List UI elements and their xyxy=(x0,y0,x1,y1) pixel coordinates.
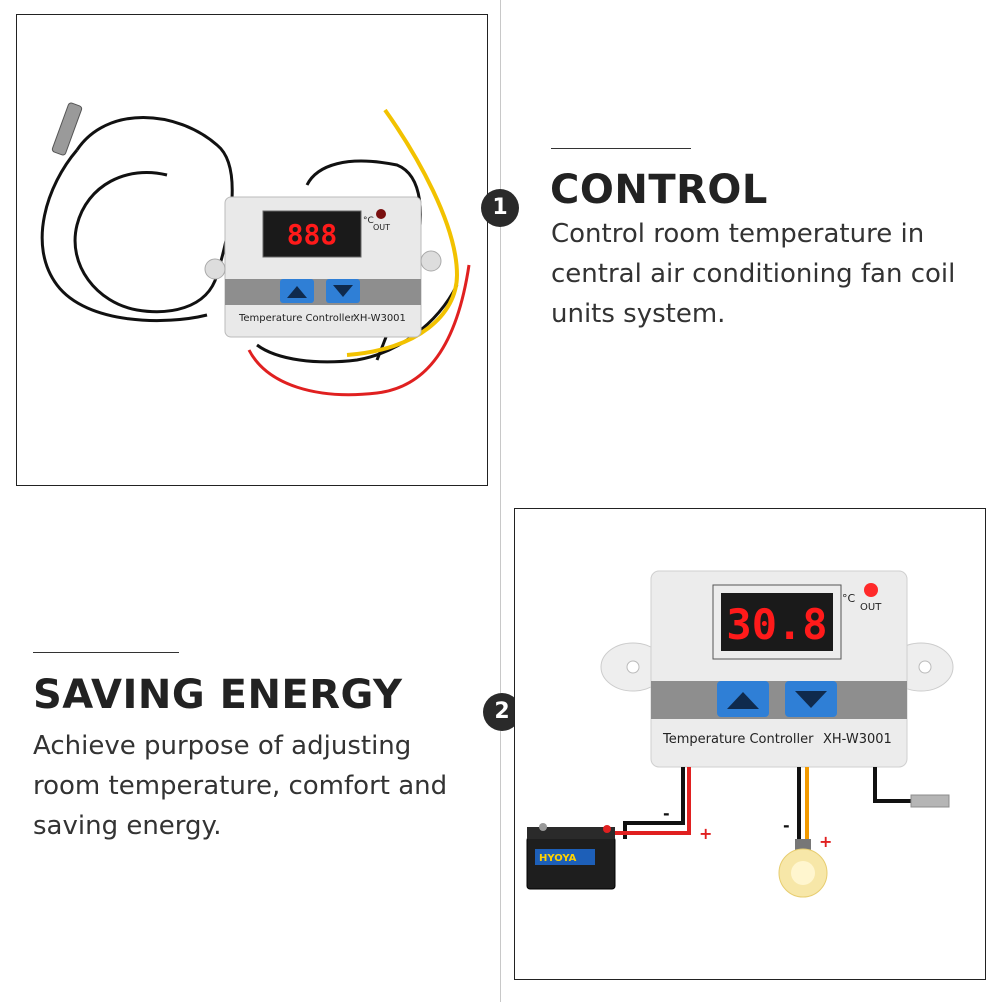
out-label: OUT xyxy=(860,602,882,613)
out-indicator-led xyxy=(376,209,386,219)
mount-tab-right xyxy=(420,250,442,272)
probe-cable xyxy=(40,149,208,323)
probe-tip xyxy=(51,102,83,156)
center-divider xyxy=(500,0,501,1002)
section-rule-1 xyxy=(551,148,691,149)
device-model: XH-W3001 xyxy=(353,313,406,324)
battery-positive-wire xyxy=(609,767,691,839)
yellow-wire xyxy=(346,108,460,357)
wiring-diagram-photo: 30.8 °C OUT Temperature Controller XH-W3… xyxy=(514,508,986,980)
display-readout: 888 xyxy=(287,218,338,251)
section-title-control: CONTROL xyxy=(550,167,768,213)
section-body-saving-energy: Achieve purpose of adjusting room temper… xyxy=(33,731,448,841)
section-rule-2 xyxy=(33,652,179,653)
controller-band xyxy=(225,279,421,305)
product-photo-controller-with-wires: 888 °C OUT Temperature Controller XH-W30… xyxy=(16,14,488,486)
unit-label: °C xyxy=(842,592,856,605)
bulb-plus-label: + xyxy=(819,832,832,851)
display-window xyxy=(262,210,362,258)
device-model: XH-W3001 xyxy=(823,732,892,747)
battery-minus-label: - xyxy=(663,804,670,823)
out-indicator-led xyxy=(864,583,878,597)
battery-brand: HYOYA xyxy=(539,853,577,864)
controller-band xyxy=(651,681,907,719)
battery-plus-label: + xyxy=(699,824,712,843)
out-label: OUT xyxy=(373,223,390,232)
probe-cable-loop xyxy=(73,116,234,314)
down-arrow-icon xyxy=(795,691,827,708)
display-window xyxy=(721,593,833,651)
display-readout: 30.8 xyxy=(726,600,827,649)
controller-illustration: 888 °C OUT Temperature Controller XH-W30… xyxy=(40,102,471,397)
up-arrow-icon xyxy=(287,286,307,298)
down-arrow-icon xyxy=(333,285,353,297)
mount-tab-left xyxy=(204,258,226,280)
up-arrow-icon xyxy=(727,692,759,709)
probe-wire xyxy=(873,767,911,803)
step-badge-1: 1 xyxy=(481,189,519,227)
red-wire xyxy=(247,264,471,397)
device-label: Temperature Controller xyxy=(662,732,814,747)
wiring-illustration: 30.8 °C OUT Temperature Controller XH-W3… xyxy=(526,570,954,898)
section-title-saving-energy: SAVING ENERGY xyxy=(33,672,403,718)
display-bezel xyxy=(712,584,842,660)
device-label: Temperature Controller xyxy=(238,313,356,324)
section-body-control: Control room temperature in central air … xyxy=(551,219,956,329)
battery: HYOYA xyxy=(526,823,616,890)
black-wire-bottom xyxy=(256,284,459,364)
probe-tip xyxy=(910,794,950,808)
light-bulb-icon xyxy=(778,839,828,898)
unit-label: °C xyxy=(363,216,374,226)
battery-negative-wire xyxy=(623,767,685,839)
bulb-minus-label: - xyxy=(783,816,790,835)
